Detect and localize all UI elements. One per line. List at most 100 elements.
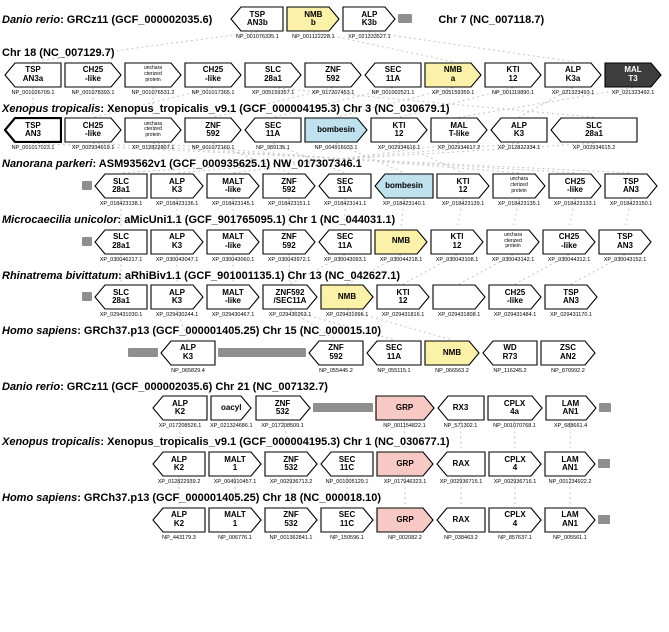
gene-arrow-ch25-like: CH25 -like	[548, 173, 602, 199]
gene-arrow-malt-1: MALT 1	[208, 507, 262, 533]
gene-arrow-shape	[152, 451, 206, 477]
gene-arrow-shape	[436, 395, 485, 422]
accession-label: XP_029430467.1	[211, 312, 255, 319]
accession-label: XP_017208526.1	[158, 423, 202, 430]
gene-arrow-shape	[64, 117, 122, 143]
gene-arrow-shape	[548, 173, 602, 199]
gene-arrow-rx3: RX3	[436, 395, 485, 422]
gene-arrow-unchara-cterized-protein: unchara cterized protein	[486, 229, 540, 255]
gene-arrow-bombesin: bombesin	[304, 117, 368, 143]
chromosome-label: Chr 7 (NC_007118.7)	[438, 14, 545, 26]
gene-arrow-shape	[370, 117, 428, 143]
gene-arrow-znf-532: ZNF 532	[264, 507, 318, 533]
gene-arrow-shape	[244, 62, 302, 88]
assembly-info: : Xenopus_tropicalis_v9.1 (GCF_000004195…	[100, 436, 450, 449]
synteny-row: Homo sapiens: GRCh37.p13 (GCF_000001405.…	[2, 492, 667, 541]
gene-arrow-znf-592: ZNF 592	[308, 340, 364, 366]
accession-label: XP_002934619.1	[71, 145, 115, 152]
accession-label: NP_001234922.2	[548, 479, 592, 486]
gene-arrow-shape	[544, 451, 596, 477]
gene-arrow-tsp-an3a: TSP AN3a	[4, 62, 62, 88]
gene-arrow-tsp-an3: TSP AN3	[598, 229, 652, 255]
accession-label: NP_857637.1	[498, 534, 532, 541]
gene-arrow-unchara-cterized-protein: unchara cterized protein	[124, 117, 182, 143]
accession-label: NP_001078393.1	[71, 89, 115, 96]
gene-arrow-shape	[486, 229, 540, 255]
synteny-row: Danio rerio: GRCz11 (GCF_000002035.6)TSP…	[2, 6, 667, 40]
gene-arrow-shape	[262, 284, 318, 310]
gene-arrow-shape	[342, 6, 397, 32]
accession-label: NP_571302.1	[443, 423, 478, 430]
gene-item: XP_029431808.1	[432, 284, 486, 318]
accession-label: XP_017946323.1	[383, 479, 427, 486]
assembly-info: : aMicUni1.1 (GCF_901765095.1) Chr 1 (NC…	[117, 213, 396, 226]
gene-arrow-shape	[150, 284, 204, 310]
accession-label: XP_002936716.1	[493, 479, 537, 486]
gene-arrow-unchara-cterized-protein: unchara cterized protein	[492, 173, 546, 199]
accession-label: XP_018423139.1	[441, 200, 485, 207]
accession-label: XP_030043152.1	[603, 256, 647, 263]
gene-arrow-shape	[430, 117, 488, 143]
gene-arrow-shape	[318, 173, 372, 199]
row-header: Danio rerio: GRCz11 (GCF_000002035.6) Ch…	[2, 381, 667, 394]
gene-arrow-mal-t3: MAL T3	[604, 62, 662, 88]
accession-label: NP_001017365.1	[191, 89, 235, 96]
gene-arrow-nmb: NMB	[424, 340, 480, 366]
chromosome-bar	[218, 340, 306, 357]
row-header: Xenopus tropicalis: Xenopus_tropicalis_v…	[2, 103, 667, 116]
gene-arrow-shape	[262, 229, 316, 255]
gene-arrow-shape	[490, 117, 548, 143]
gene-arrow-shape	[436, 507, 486, 533]
accession-label: XP_030044312.1	[547, 256, 591, 263]
accession-label: NP_001076531.2	[131, 89, 175, 96]
gene-arrow-shape	[264, 507, 318, 533]
chromosome-bar	[598, 507, 610, 524]
gene-arrow-znf-592: ZNF 592	[304, 62, 362, 88]
chromosome-bar	[82, 173, 92, 190]
assembly-info: : GRCh37.p13 (GCF_000001405.25) Chr 18 (…	[77, 492, 382, 505]
gene-arrow-shape	[160, 340, 216, 366]
gene-arrow-zsc-an2: ZSC AN2	[540, 340, 596, 366]
accession-label: XP_012822939.2	[157, 479, 201, 486]
gene-arrow-znf-532: ZNF 532	[264, 451, 318, 477]
accession-label: XP_018423140.1	[382, 200, 426, 207]
gene-arrow-shape	[286, 6, 341, 32]
chromosome-bar-segment	[598, 459, 610, 469]
gene-arrow-kti-12: KTI 12	[430, 229, 484, 255]
gene-arrow-shape	[150, 229, 204, 255]
gene-arrow-alp-k3a: ALP K3a	[544, 62, 602, 88]
accession-label: XP_688661.4	[553, 423, 588, 430]
accession-label: XP_002936713.2	[269, 479, 313, 486]
accession-label: XP_017207453.1	[311, 89, 355, 96]
gene-arrow-sec-11a: SEC 11A	[364, 62, 422, 88]
gene-arrow-kti-12: KTI 12	[376, 284, 430, 310]
gene-arrow-shape	[244, 117, 302, 143]
gene-arrow-znf-532: ZNF 532	[254, 395, 311, 422]
synteny-row: Xenopus tropicalis: Xenopus_tropicalis_v…	[2, 103, 667, 152]
gene-arrow-shape	[208, 451, 262, 477]
gene-arrow-nmb: NMB	[374, 229, 428, 255]
